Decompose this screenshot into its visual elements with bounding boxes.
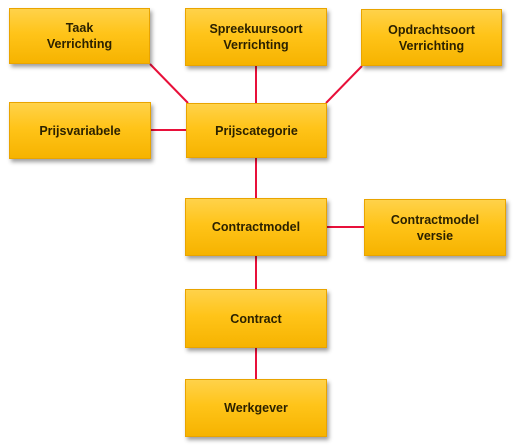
node-prijsvariabele-label: Prijsvariabele [39, 123, 121, 138]
node-contractmodel-versie-line2: versie [416, 228, 454, 243]
node-contractmodel-label: Contractmodel [211, 220, 301, 234]
node-werkgever: Werkgever [185, 379, 327, 437]
node-contractmodel-versie: Contractmodel versie [364, 199, 506, 256]
node-opdrachtsoort-verrichting-line1: Opdrachtsoort [388, 22, 475, 37]
node-prijscategorie: Prijscategorie [186, 103, 327, 158]
node-contractmodel: Contractmodel [185, 198, 327, 256]
node-taak-verrichting: Taak Verrichting [9, 8, 150, 64]
connector-taak-prijscategorie [149, 63, 189, 104]
node-contract-label: Contract [230, 311, 282, 326]
node-werkgever-label: Werkgever [224, 401, 288, 415]
node-taak-verrichting-line1: Taak [65, 21, 94, 35]
node-contractmodel-versie-line1: Contractmodel [390, 212, 480, 227]
node-opdrachtsoort-verrichting: Opdrachtsoort Verrichting [361, 9, 502, 66]
connector-opdrachtsoort-prijscategorie [325, 65, 363, 104]
node-prijscategorie-label: Prijscategorie [215, 123, 298, 138]
node-spreekuursoort-verrichting: Spreekuursoort Verrichting [185, 8, 327, 66]
node-opdrachtsoort-verrichting-line2: Verrichting [398, 38, 465, 53]
node-contract: Contract [185, 289, 327, 348]
node-taak-verrichting-line2: Verrichting [46, 37, 113, 51]
node-prijsvariabele: Prijsvariabele [9, 102, 151, 159]
node-spreekuursoort-verrichting-line1: Spreekuursoort [209, 22, 303, 36]
node-spreekuursoort-verrichting-line2: Verrichting [223, 38, 289, 52]
